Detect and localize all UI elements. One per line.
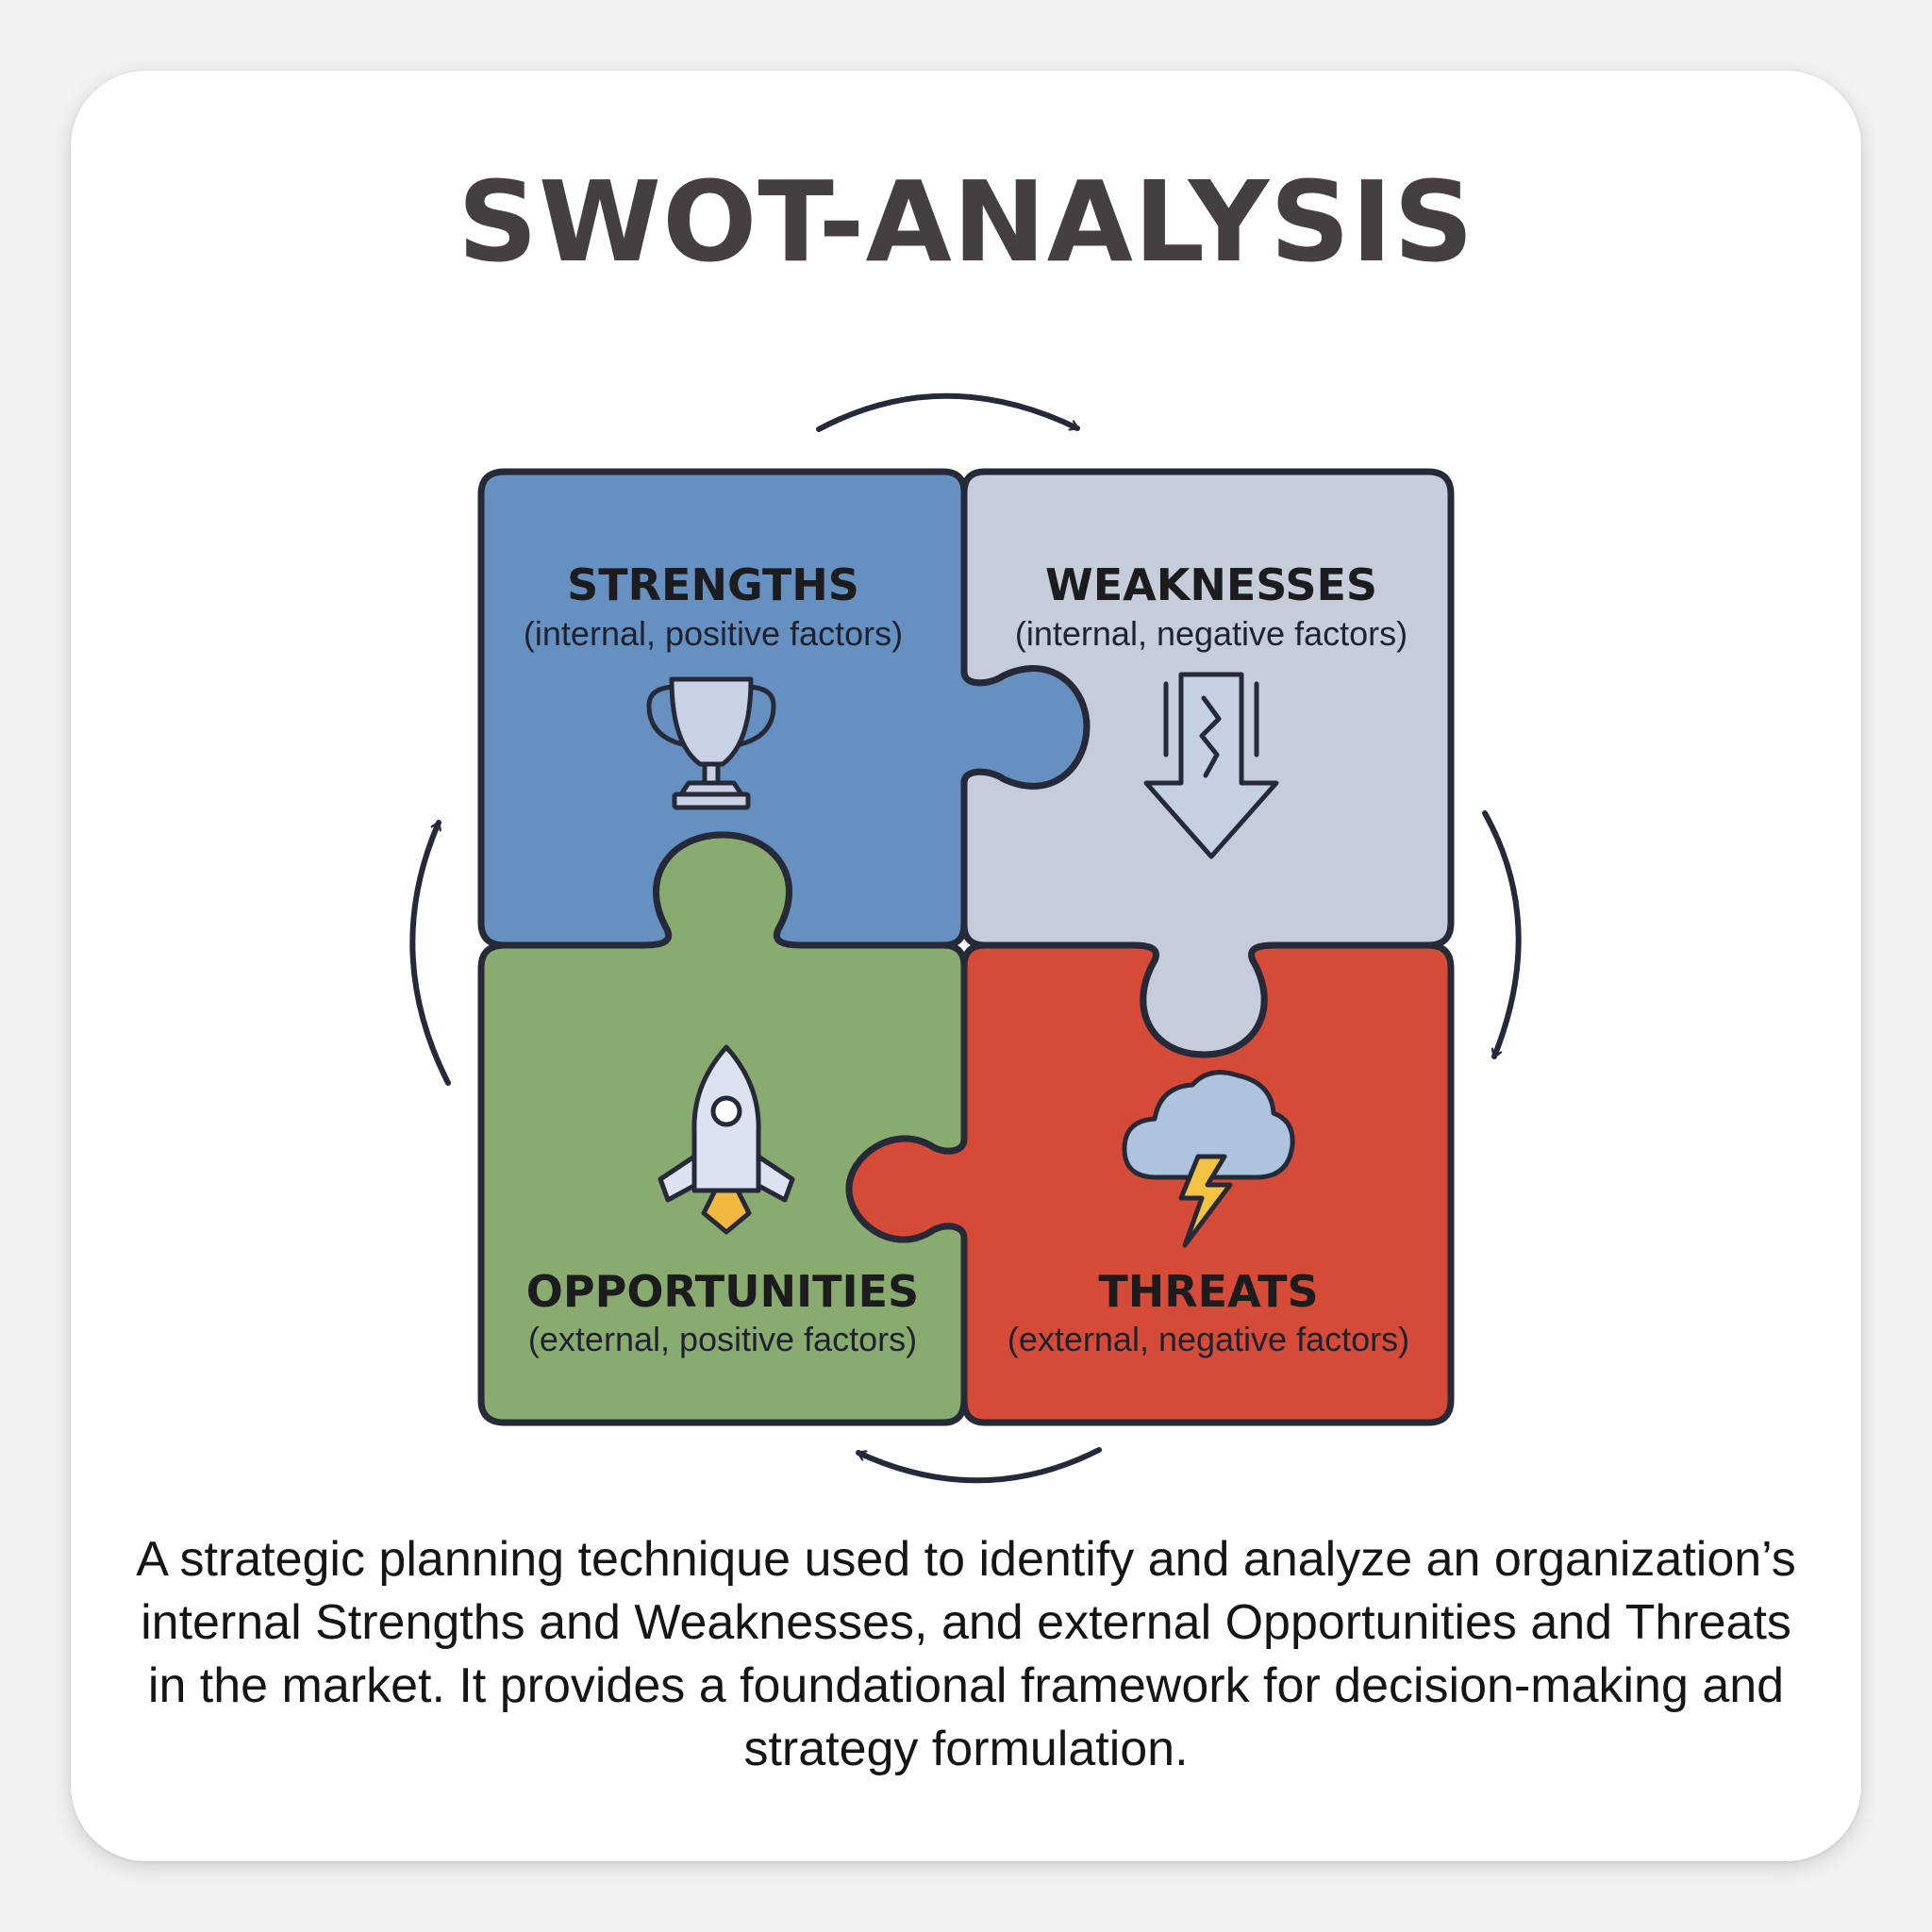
weaknesses-subtitle: (internal, negative factors) [1015,614,1407,653]
threats-subtitle: (external, negative factors) [1008,1320,1409,1358]
strengths-subtitle: (internal, positive factors) [524,614,903,653]
description-text: A strategic planning technique used to i… [136,1532,1796,1776]
clockwise-arrow-left [409,820,451,1086]
weaknesses-title: WEAKNESSES [1045,559,1377,610]
clockwise-arrow-top [816,392,1080,432]
trophy-icon [646,676,776,810]
cracked-down-arrow-icon [1143,672,1279,859]
threats-piece [845,941,1455,1426]
clockwise-arrow-right [1482,810,1522,1059]
strengths-title: STRENGTHS [567,559,859,610]
opportunities-title: OPPORTUNITIES [526,1266,919,1317]
page-title: SWOT-ANALYSIS [457,157,1475,287]
rocket-icon [658,1044,795,1235]
clockwise-arrow-bottom [856,1447,1102,1484]
storm-cloud-icon [1122,1070,1295,1248]
opportunities-subtitle: (external, positive factors) [528,1320,917,1358]
threats-title: THREATS [1098,1266,1318,1317]
